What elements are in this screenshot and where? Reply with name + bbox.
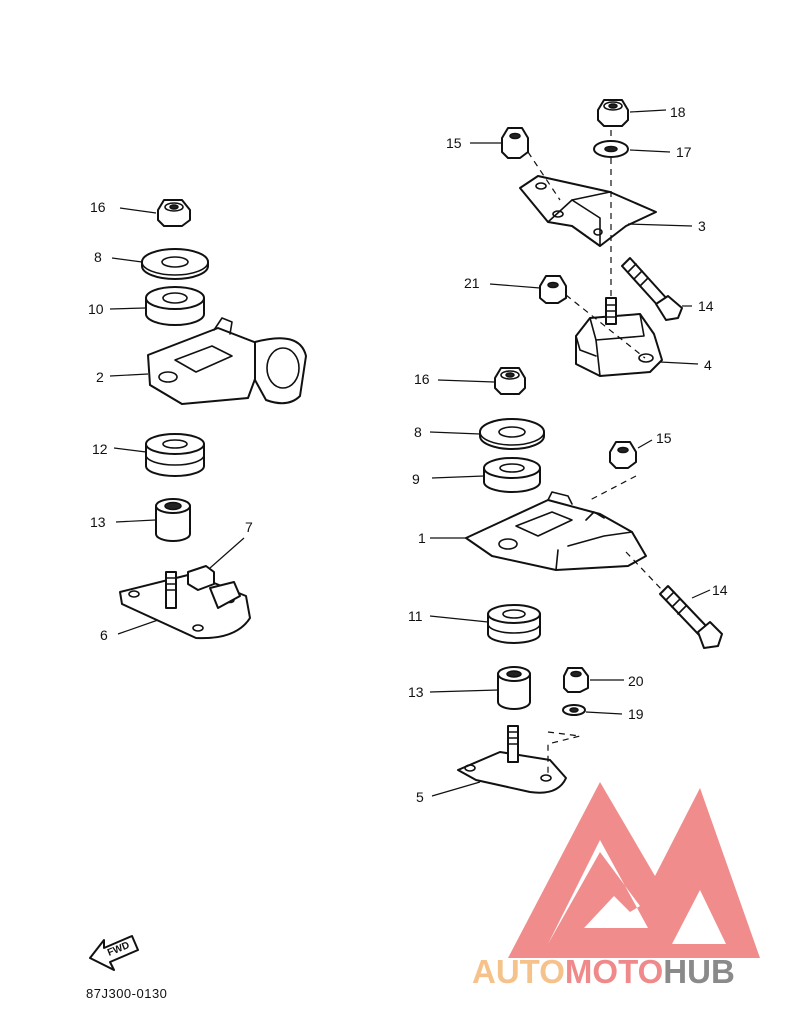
callout-label: 16 [90,199,106,215]
callout-label: 17 [676,144,692,160]
callout-label: 16 [414,371,430,387]
nut-part [157,199,191,227]
washer-part [593,140,629,158]
callout-label: 21 [464,275,480,291]
logo-inner-cutout [548,840,648,944]
nut-part [539,275,567,304]
callout-label: 3 [698,218,706,234]
washer-part [479,418,545,450]
callout-label: 4 [704,357,712,373]
nut-part [563,667,589,693]
callout-label: 18 [670,104,686,120]
callout-label: 14 [698,298,714,314]
collar-part [155,498,191,542]
nut-part [494,367,526,395]
callout-label: 7 [245,519,253,535]
rubber-damper-part [483,457,541,493]
base-plate-part [457,725,567,794]
forward-arrow-icon: FWD [89,935,139,971]
logo-inner-cutout [672,890,726,944]
mount-block-part [575,297,663,377]
callout-label: 12 [92,441,108,457]
callout-label: 10 [88,301,104,317]
base-plate-part [119,565,251,640]
callout-label: 9 [412,471,420,487]
callout-label: 6 [100,627,108,643]
callout-label: 15 [656,430,672,446]
washer-part [141,248,209,280]
bolt-part [621,257,683,321]
callout-label: 13 [408,684,424,700]
grommet-part [145,433,205,477]
nut-part [597,99,629,127]
washer-part [562,704,586,716]
callout-label: 13 [90,514,106,530]
main-bracket-part [465,491,647,571]
collar-part [497,666,531,710]
nut-part [501,127,529,159]
bolt-part [659,585,723,649]
watermark-auto: AUTO [472,953,565,990]
callout-label: 2 [96,369,104,385]
callout-label: 5 [416,789,424,805]
watermark-moto: MOTO [565,953,663,990]
bracket-part [147,317,307,405]
callout-label: 8 [94,249,102,265]
callout-label: 14 [712,582,728,598]
watermark-text: AUTOMOTOHUB [472,953,735,990]
callout-label: 1 [418,530,426,546]
automotohub-logo [508,782,760,958]
watermark-hub: HUB [663,953,735,990]
callout-label: 8 [414,424,422,440]
callout-label: 15 [446,135,462,151]
logo-triangle-icon [508,782,760,958]
grommet-part [487,604,541,644]
rubber-damper-part [145,286,205,326]
diagram-part-code: 87J300-0130 [86,986,167,1001]
nut-part [609,441,637,469]
callout-label: 20 [628,673,644,689]
upper-bracket-part [519,175,657,247]
callout-label: 11 [408,608,423,624]
callout-label: 19 [628,706,644,722]
